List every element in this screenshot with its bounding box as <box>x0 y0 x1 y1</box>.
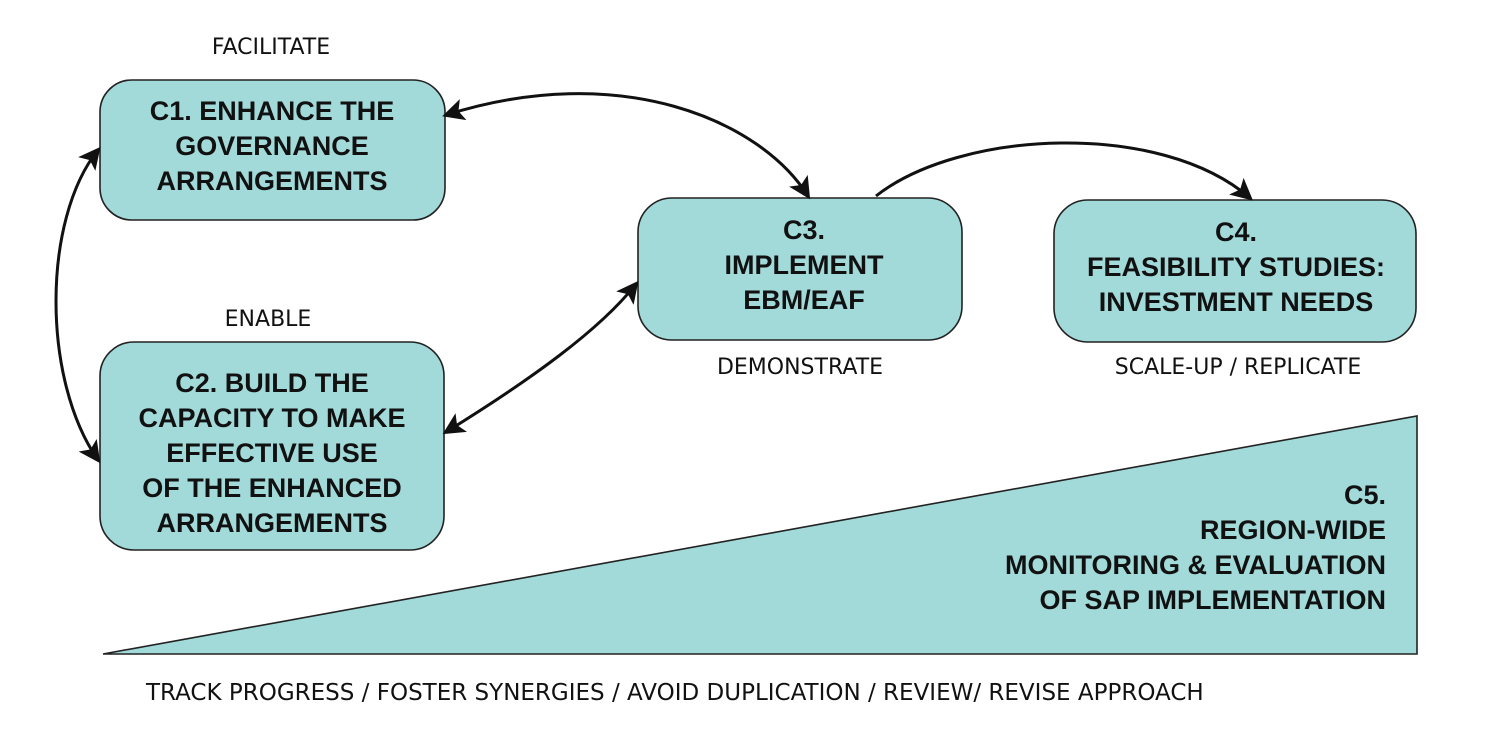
c2-line-5: ARRANGEMENTS <box>156 508 387 538</box>
c1-line-3: ARRANGEMENTS <box>156 166 387 196</box>
label-demonstrate: DEMONSTRATE <box>717 355 883 380</box>
c1-line-1: C1. ENHANCE THE <box>150 96 395 126</box>
c3-line-2: IMPLEMENT <box>725 250 885 280</box>
footer-caption: TRACK PROGRESS / FOSTER SYNERGIES / AVOI… <box>145 680 1204 706</box>
c4-line-2: FEASIBILITY STUDIES: <box>1087 252 1385 282</box>
c3-line-1: C3. <box>783 215 825 245</box>
label-facilitate: FACILITATE <box>212 35 330 60</box>
arrow-c1-c3 <box>442 92 811 200</box>
label-enable: ENABLE <box>225 307 312 332</box>
c2-line-2: CAPACITY TO MAKE <box>138 403 405 433</box>
label-scale-up: SCALE-UP / REPLICATE <box>1115 355 1361 380</box>
c5-wedge <box>102 415 1418 655</box>
c5-line-2: REGION-WIDE <box>1200 515 1386 545</box>
c4-line-1: C4. <box>1215 217 1257 247</box>
c5-line-1: C5. <box>1344 480 1386 510</box>
arrow-c1-c2 <box>54 146 101 464</box>
arrow-c2-c3 <box>442 280 639 435</box>
c2-line-3: EFFECTIVE USE <box>166 438 378 468</box>
c5-line-4: OF SAP IMPLEMENTATION <box>1039 585 1386 615</box>
c2-line-4: OF THE ENHANCED <box>142 473 402 503</box>
c1-line-2: GOVERNANCE <box>175 131 369 161</box>
c2-line-1: C2. BUILD THE <box>175 368 369 398</box>
arrow-c3-c4 <box>875 141 1254 201</box>
c3-line-3: EBM/EAF <box>743 285 865 315</box>
c5-line-3: MONITORING & EVALUATION <box>1005 550 1386 580</box>
c4-line-3: INVESTMENT NEEDS <box>1099 287 1374 317</box>
